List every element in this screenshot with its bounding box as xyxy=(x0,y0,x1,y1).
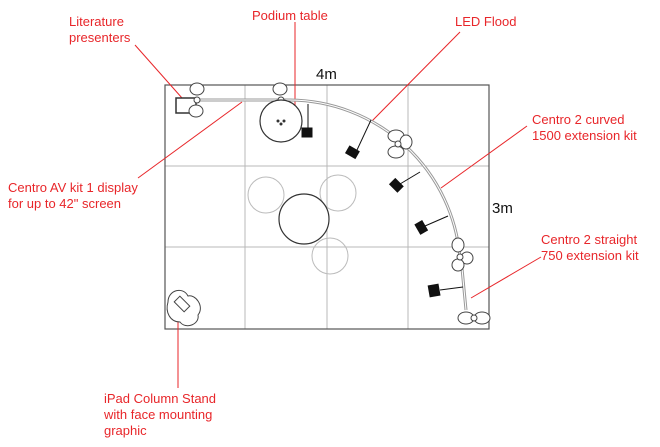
label-led-flood: LED Flood xyxy=(455,14,517,29)
floor-grid xyxy=(165,85,489,329)
seating-circles xyxy=(247,174,357,275)
depth-dimension: 3m xyxy=(492,200,513,217)
label-literature-presenters: Literature presenters xyxy=(69,14,131,45)
width-dimension: 4m xyxy=(316,66,337,83)
leader-lines xyxy=(134,22,542,388)
stand-outline xyxy=(164,84,490,330)
literature-presenter-icon xyxy=(188,82,491,325)
led-flood-icon xyxy=(301,104,464,298)
label-centro-av: Centro AV kit 1 display for up to 42" sc… xyxy=(8,180,138,211)
centro-frame xyxy=(192,98,468,311)
central-table-icon xyxy=(278,193,330,245)
label-ipad-stand: iPad Column Stand with face mounting gra… xyxy=(104,391,217,438)
label-centro-curved: Centro 2 curved 1500 extension kit xyxy=(532,112,637,143)
label-centro-straight: Centro 2 straight 750 extension kit xyxy=(541,232,639,263)
ipad-stand-icon xyxy=(166,289,201,327)
podium-table-icon xyxy=(259,99,303,143)
label-podium-table: Podium table xyxy=(252,8,328,23)
